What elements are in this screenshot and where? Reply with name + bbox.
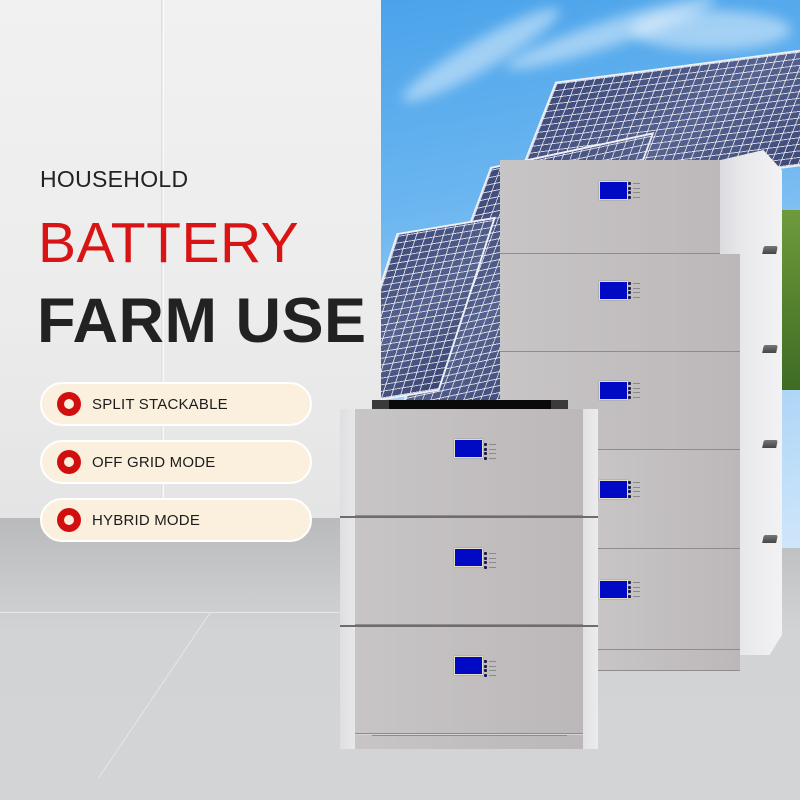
headline-title-red: BATTERY: [38, 211, 300, 275]
battery-module: [500, 160, 740, 254]
module-divider: [372, 735, 567, 736]
red-ring-bullet-icon: [57, 392, 81, 416]
control-buttons: [628, 382, 642, 400]
lcd-display: [599, 281, 628, 300]
control-buttons: [628, 581, 642, 599]
handle-icon: [762, 345, 778, 353]
control-buttons: [628, 282, 642, 300]
feature-label: OFF GRID MODE: [92, 453, 216, 471]
battery-module: [355, 518, 584, 625]
lcd-display: [454, 439, 483, 458]
battery-top-lid: [372, 400, 568, 409]
lcd-display: [599, 181, 628, 200]
module-divider: [340, 516, 598, 518]
feature-pill-off-grid-mode: OFF GRID MODE: [40, 440, 312, 484]
feature-label: HYBRID MODE: [92, 511, 201, 529]
battery-base: [598, 650, 740, 671]
feature-label: SPLIT STACKABLE: [92, 395, 228, 413]
headline-eyebrow: HOUSEHOLD: [40, 166, 189, 192]
control-buttons: [484, 660, 498, 678]
battery-module: [598, 549, 740, 650]
lcd-display: [599, 580, 628, 599]
battery-module: [500, 254, 740, 352]
lcd-display: [454, 548, 483, 567]
wall-seam: [161, 0, 164, 518]
lcd-display: [454, 656, 483, 675]
lcd-display: [599, 480, 628, 499]
battery-base: [355, 735, 584, 749]
control-buttons: [628, 182, 642, 200]
red-ring-bullet-icon: [57, 508, 81, 532]
floor-edge-line: [0, 612, 345, 613]
handle-icon: [762, 440, 778, 448]
lcd-display: [599, 381, 628, 400]
battery-frame-left: [340, 409, 355, 749]
handle-icon: [762, 246, 778, 254]
studio-wall: [0, 0, 382, 518]
red-ring-bullet-icon: [57, 450, 81, 474]
feature-pill-hybrid-mode: HYBRID MODE: [40, 498, 312, 542]
handle-icon: [762, 535, 778, 543]
module-divider: [340, 625, 598, 627]
control-buttons: [484, 443, 498, 461]
feature-pill-split-stackable: SPLIT STACKABLE: [40, 382, 312, 426]
cloud: [631, 10, 791, 50]
battery-module: [598, 450, 740, 549]
control-buttons: [628, 481, 642, 499]
control-buttons: [484, 552, 498, 570]
battery-module: [355, 627, 584, 734]
headline-title-dark: FARM USE: [37, 286, 367, 356]
battery-module: [355, 409, 584, 516]
battery-frame-right: [583, 409, 598, 749]
